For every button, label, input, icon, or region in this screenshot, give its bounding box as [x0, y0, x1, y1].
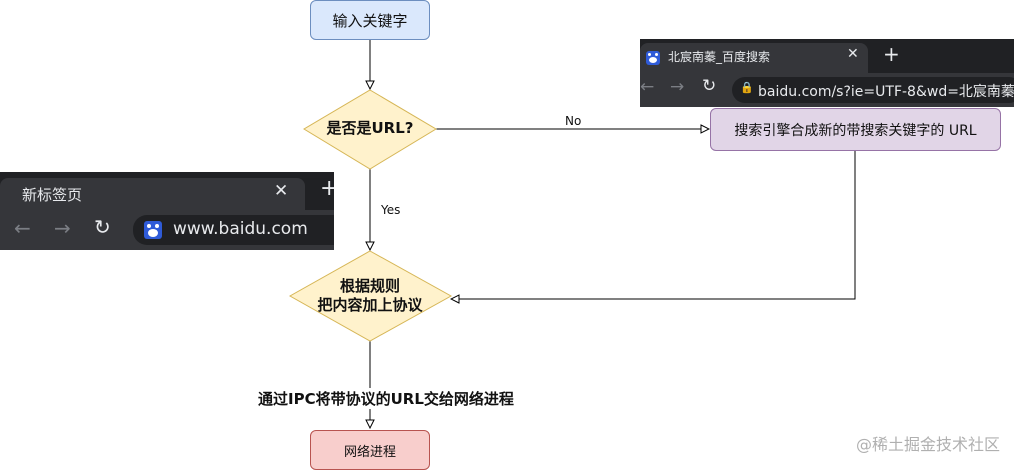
browser-new-tab: 新标签页 ✕ + ← → ↻ www.baidu.com	[0, 172, 334, 250]
address-bar[interactable]: www.baidu.com	[133, 215, 334, 245]
close-icon[interactable]: ✕	[847, 46, 859, 62]
plus-icon[interactable]: +	[320, 176, 334, 201]
arrow-left-icon[interactable]: ←	[640, 77, 655, 97]
arrow-left-icon[interactable]: ←	[14, 216, 31, 240]
decision-url-label: 是否是URL?	[326, 119, 414, 137]
browser-toolbar: ← → ↻ 🔒 baidu.com/s?ie=UTF-8&wd=北宸南蓁	[640, 73, 1014, 107]
address-bar[interactable]: 🔒 baidu.com/s?ie=UTF-8&wd=北宸南蓁	[732, 77, 1014, 103]
arrow-right-icon[interactable]: →	[670, 77, 685, 97]
reload-icon[interactable]: ↻	[94, 215, 111, 239]
plus-icon[interactable]: +	[883, 42, 900, 66]
tab-bar: 新标签页 ✕ +	[0, 172, 334, 210]
arrow-right-icon[interactable]: →	[54, 216, 71, 240]
edge-label-no: No	[565, 114, 582, 128]
decision-url-shape	[303, 89, 437, 170]
synthesize-url-label: 搜索引擎合成新的带搜索关键字的 URL	[734, 122, 977, 139]
edge-label-yes: Yes	[381, 203, 401, 217]
watermark: @稀土掘金技术社区	[855, 435, 1000, 454]
synthesize-url-node: 搜索引擎合成新的带搜索关键字的 URL	[710, 108, 1001, 151]
tab-title: 北宸南蓁_百度搜索	[668, 50, 771, 64]
url-text[interactable]: www.baidu.com	[173, 219, 308, 239]
network-process-label: 网络进程	[343, 444, 396, 460]
decision-protocol-line2: 把内容加上协议	[317, 296, 423, 314]
decision-protocol-shape	[288, 250, 453, 342]
network-process-node: 网络进程	[310, 430, 430, 470]
url-text[interactable]: baidu.com/s?ie=UTF-8&wd=北宸南蓁	[758, 84, 1014, 100]
tab-new-tab[interactable]: 新标签页 ✕	[0, 178, 305, 210]
close-icon[interactable]: ✕	[274, 181, 289, 201]
baidu-paw-icon	[646, 51, 660, 65]
ipc-edge-label: 通过IPC将带协议的URL交给网络进程	[258, 388, 514, 409]
browser-search: 北宸南蓁_百度搜索 ✕ + ← → ↻ 🔒 baidu.com/s?ie=UTF…	[640, 39, 1014, 107]
decision-protocol-line1: 根据规则	[339, 277, 400, 295]
reload-icon[interactable]: ↻	[702, 76, 717, 96]
baidu-paw-icon	[144, 221, 162, 239]
browser-toolbar: ← → ↻ www.baidu.com	[0, 210, 334, 250]
tab-title: 新标签页	[22, 186, 83, 204]
tab-search-result[interactable]: 北宸南蓁_百度搜索 ✕	[640, 43, 868, 73]
start-node: 输入关键字	[310, 0, 430, 40]
tab-bar: 北宸南蓁_百度搜索 ✕ +	[640, 39, 1014, 73]
start-node-label: 输入关键字	[332, 11, 408, 30]
lock-icon: 🔒	[740, 81, 754, 94]
edge-synthesize-to-protocol	[451, 151, 856, 299]
decision-protocol-label: 根据规则 把内容加上协议	[300, 277, 440, 315]
